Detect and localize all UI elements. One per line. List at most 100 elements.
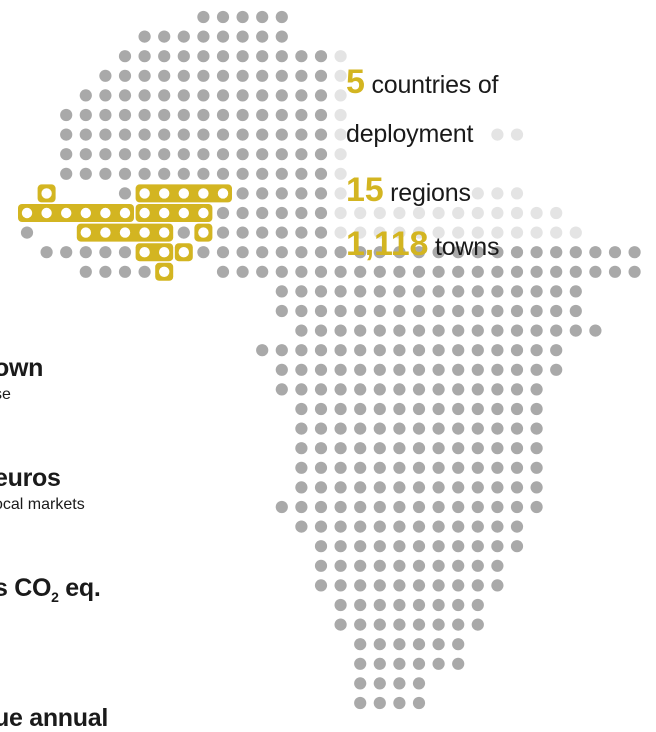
map-dot	[79, 167, 92, 180]
highlight-dot	[139, 247, 150, 258]
countries-stat: 5 countries of	[346, 60, 499, 106]
map-dot	[471, 206, 484, 220]
map-dot	[491, 422, 504, 435]
map-dot	[373, 638, 386, 651]
map-dot	[530, 461, 543, 474]
map-dot	[432, 540, 445, 553]
countries-label: countries of	[364, 71, 499, 99]
map-dot	[216, 206, 230, 220]
map-dot	[256, 265, 269, 278]
map-dot	[295, 481, 308, 494]
map-dot	[275, 148, 288, 161]
map-dot	[334, 422, 347, 435]
map-dot	[177, 69, 190, 82]
map-dot	[79, 108, 92, 122]
map-dot	[314, 442, 328, 455]
map-dot	[491, 324, 504, 337]
map-dot	[295, 383, 308, 396]
map-dot	[334, 598, 347, 612]
map-dot	[432, 383, 445, 396]
map-dot	[491, 363, 504, 376]
map-dot	[354, 246, 367, 259]
highlight-dot	[198, 227, 209, 238]
highlight-dot	[159, 188, 170, 199]
impact-item: euros ocal markets	[0, 466, 85, 514]
map-dot	[412, 324, 426, 337]
map-dot	[138, 167, 151, 180]
map-dot	[491, 206, 504, 220]
map-dot	[197, 108, 210, 122]
highlight-dot	[217, 188, 229, 199]
map-dot	[471, 442, 484, 455]
map-dot	[471, 226, 484, 239]
map-dot	[589, 324, 602, 337]
map-dot	[412, 579, 426, 592]
map-dot	[471, 461, 484, 474]
map-dot	[118, 148, 132, 161]
map-dot	[471, 520, 484, 533]
impact-value: own	[0, 354, 44, 382]
map-dot	[471, 598, 484, 612]
map-dot	[510, 540, 524, 553]
map-dot	[177, 89, 190, 102]
map-dot	[334, 324, 347, 337]
map-dot	[197, 50, 210, 63]
map-dot	[550, 265, 563, 278]
map-dot	[158, 50, 171, 63]
map-dot	[373, 520, 386, 533]
map-dot	[452, 363, 465, 376]
map-dot	[432, 265, 445, 278]
map-dot	[256, 30, 269, 43]
map-dot	[530, 265, 543, 278]
map-dot	[452, 618, 465, 631]
map-dot	[471, 246, 484, 259]
map-dot	[510, 461, 524, 474]
map-dot	[314, 304, 328, 318]
map-dot	[177, 30, 190, 43]
map-dot	[216, 30, 230, 43]
map-dot	[354, 442, 367, 455]
map-dot	[510, 363, 524, 376]
map-dot	[295, 206, 308, 220]
map-dot	[118, 69, 132, 82]
map-dot	[314, 69, 328, 82]
map-dot	[354, 618, 367, 631]
map-dot	[40, 246, 53, 259]
map-dot	[354, 657, 367, 670]
map-dot	[550, 246, 563, 259]
map-dot	[452, 304, 465, 318]
map-dot	[432, 344, 445, 357]
map-dot	[295, 422, 308, 435]
map-dot	[118, 128, 132, 141]
map-dot	[530, 500, 543, 514]
map-dot	[354, 461, 367, 474]
impact-value-subscript: 2	[51, 589, 59, 605]
map-dot	[275, 128, 288, 141]
map-dot	[373, 324, 386, 337]
map-dot	[432, 285, 445, 298]
map-dot	[432, 500, 445, 514]
map-dot	[158, 148, 171, 161]
map-dot	[373, 265, 386, 278]
map-dot	[471, 402, 484, 416]
highlight-block	[18, 204, 134, 222]
map-dot	[491, 226, 504, 239]
map-dot	[314, 108, 328, 122]
map-dot	[452, 559, 465, 572]
map-dot	[393, 363, 406, 376]
map-dot	[393, 402, 406, 416]
map-dot	[236, 187, 249, 200]
map-dot	[530, 285, 543, 298]
map-dot	[197, 246, 210, 259]
map-dot	[354, 383, 367, 396]
map-dot	[550, 226, 563, 239]
map-dot	[354, 540, 367, 553]
map-dot	[412, 265, 426, 278]
map-dot	[393, 500, 406, 514]
map-dot	[432, 520, 445, 533]
map-dot	[412, 598, 426, 612]
map-dot	[393, 677, 406, 690]
map-dot	[158, 69, 171, 82]
map-dot	[412, 226, 426, 239]
map-dot	[256, 206, 269, 220]
